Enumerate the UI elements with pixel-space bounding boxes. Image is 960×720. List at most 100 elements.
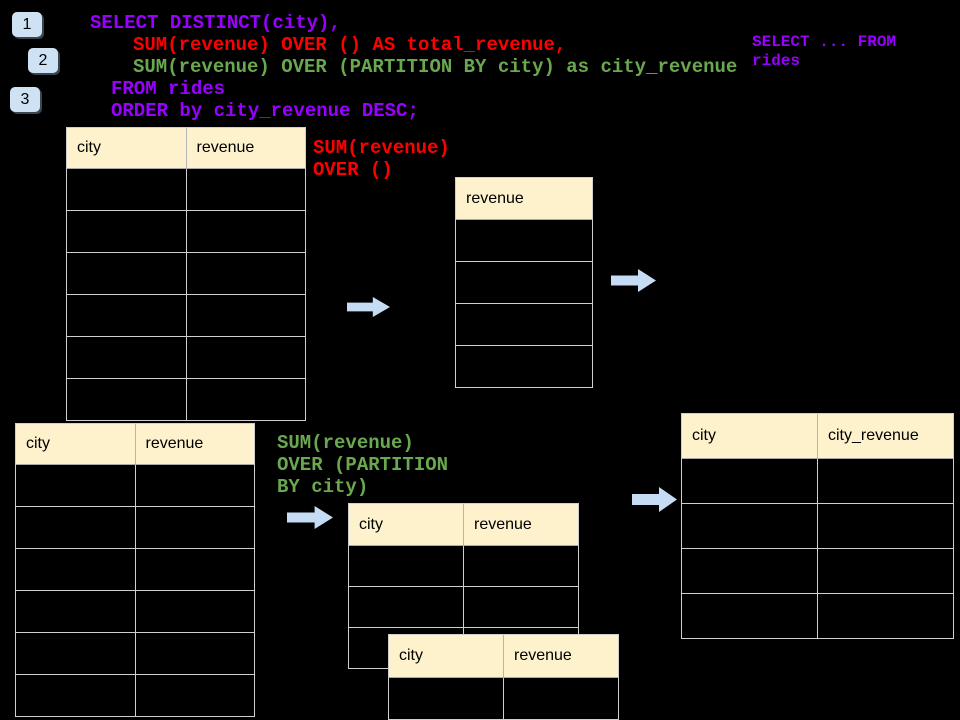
table-row [16,633,254,675]
table-row [682,594,953,638]
table-cell [16,675,136,716]
sql-line-from: FROM rides [111,78,226,100]
arrow-right-icon [632,487,677,512]
table-cell [349,587,464,627]
table-row [682,459,953,504]
table-cell [187,337,306,378]
table-cell [187,211,306,252]
table-header-row: city revenue [16,424,254,465]
table-cell [136,633,255,674]
step-badge-1: 1 [12,12,42,37]
table-cell [456,346,592,387]
table-cell [136,675,255,716]
table-cell [136,507,255,548]
table-row [67,169,305,211]
column-header-revenue: revenue [514,647,572,664]
sql-line-city-revenue: SUM(revenue) OVER (PARTITION BY city) as… [133,56,738,78]
arrow-right-icon [611,269,656,292]
annotation-sum-over-total: SUM(revenue) OVER () [313,137,450,181]
table-cell [136,591,255,632]
step-badge-3: 3 [10,87,40,112]
side-note-select-from-rides: SELECT ... FROM rides [752,33,897,70]
table-cell [187,169,306,210]
table-row [67,379,305,420]
table-row [67,295,305,337]
table-cell [456,304,592,345]
column-header-revenue: revenue [196,139,255,156]
table-row [16,549,254,591]
table-row [16,591,254,633]
table-cell [464,587,578,627]
table-final-result: city city_revenue [681,413,954,639]
column-header-revenue: revenue [474,515,532,533]
table-row [682,504,953,549]
table-cell [187,295,306,336]
table-header-row: city revenue [67,128,305,169]
table-cell [136,465,255,506]
table-cell [818,549,953,593]
table-row [67,253,305,295]
table-cell [67,295,187,336]
sql-line-total-revenue: SUM(revenue) OVER () AS total_revenue, [133,34,567,56]
table-cell [682,504,818,548]
table-cell [456,220,592,261]
table-row [456,262,592,304]
column-header-city: city [16,424,136,464]
table-total-revenue-result: revenue [455,177,593,388]
table-cell [818,459,953,503]
table-cell [136,549,255,590]
column-header-city: city [682,414,818,458]
table-cell [67,379,187,420]
column-header-revenue: revenue [145,435,204,452]
table-row [67,337,305,379]
table-row [456,220,592,262]
table-row [456,304,592,346]
table-cell [67,211,187,252]
table-source-bottom: city revenue [15,423,255,717]
table-cell [464,546,578,586]
table-cell [16,591,136,632]
table-cell [16,633,136,674]
table-cell [456,262,592,303]
table-cell [682,549,818,593]
arrow-right-icon [347,297,390,317]
column-header-city: city [389,635,504,677]
sql-line-order-by: ORDER by city_revenue DESC; [111,100,419,122]
table-cell [818,504,953,548]
table-header-row: revenue [456,178,592,220]
table-header-row: city revenue [389,635,618,678]
column-header-city: city [67,128,187,168]
table-cell [67,169,187,210]
annotation-sum-over-partition: SUM(revenue) OVER (PARTITION BY city) [277,432,449,498]
column-header-city-revenue: city_revenue [828,427,919,444]
table-header-row: city city_revenue [682,414,953,459]
table-cell [187,379,306,420]
table-cell [682,594,818,638]
table-row [349,546,578,587]
table-header-row: city revenue [349,504,578,546]
table-cell [389,678,504,719]
table-cell [16,549,136,590]
column-header-revenue: revenue [466,189,524,207]
table-partition-overlay: city revenue [388,634,619,720]
table-partition-step: city revenue [348,503,579,669]
table-cell [349,546,464,586]
table-cell [67,337,187,378]
table-cell [682,459,818,503]
arrow-right-icon [287,506,333,529]
table-row [16,507,254,549]
table-cell [504,678,618,719]
table-row [16,465,254,507]
table-row [67,211,305,253]
step-badge-2: 2 [28,48,58,73]
table-cell [818,594,953,638]
table-row [349,587,578,628]
table-row [16,675,254,716]
table-cell [67,253,187,294]
table-cell [16,465,136,506]
table-source-top: city revenue [66,127,306,421]
table-cell [187,253,306,294]
sql-line-select: SELECT DISTINCT(city), [90,12,341,34]
table-row [682,549,953,594]
